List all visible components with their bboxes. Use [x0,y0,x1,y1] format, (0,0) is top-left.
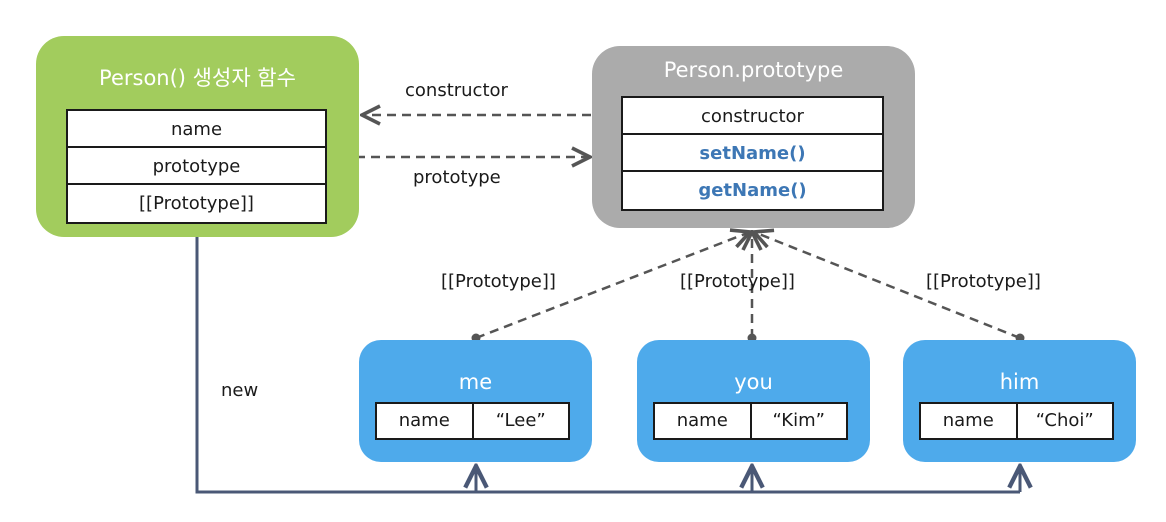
instance-me-title: me [458,370,493,394]
prototype-object-box: Person.prototype constructor setName() g… [592,46,915,228]
instance-him-box: him name “Choi” [903,340,1136,462]
instance-me-value: “Lee” [471,404,569,438]
instance-you-title: you [734,370,773,394]
constructor-row-prototype: prototype [68,148,325,185]
proto-link-him-label: [[Prototype]] [926,271,1041,292]
proto-link-me-line [475,232,750,340]
instance-you-key: name [676,410,728,431]
instance-him-value: “Choi” [1015,404,1113,438]
instance-you-value: “Kim” [749,404,847,438]
instance-me-key: name [398,410,450,431]
new-link-label: new [221,380,259,401]
constructor-link-label: constructor [405,80,508,101]
constructor-function-title: Person() 생성자 함수 [99,66,296,90]
constructor-function-table: name prototype [[Prototype]] [66,109,327,224]
constructor-function-box: Person() 생성자 함수 name prototype [[Prototy… [36,36,359,237]
instance-me-box: me name “Lee” [359,340,592,462]
proto-link-me-label: [[Prototype]] [441,271,556,292]
instance-him-key: name [942,410,994,431]
proto-link-you-label: [[Prototype]] [680,271,795,292]
prototype-object-title: Person.prototype [663,58,844,82]
instance-me-table: name “Lee” [375,402,570,440]
proto-link-him-line [754,232,1021,340]
instance-him-title: him [999,370,1040,394]
instance-you-box: you name “Kim” [637,340,870,462]
instance-him-table: name “Choi” [919,402,1114,440]
constructor-row-name: name [68,111,325,148]
prototype-row-setname: setName() [623,135,882,172]
instance-you-table: name “Kim” [653,402,848,440]
prototype-row-getname: getName() [698,180,807,201]
prototype-link-label: prototype [413,167,501,188]
new-link-line [195,237,1020,494]
constructor-row-internal-prototype: [[Prototype]] [139,193,254,214]
prototype-row-constructor: constructor [623,98,882,135]
prototype-object-table: constructor setName() getName() [621,96,884,211]
